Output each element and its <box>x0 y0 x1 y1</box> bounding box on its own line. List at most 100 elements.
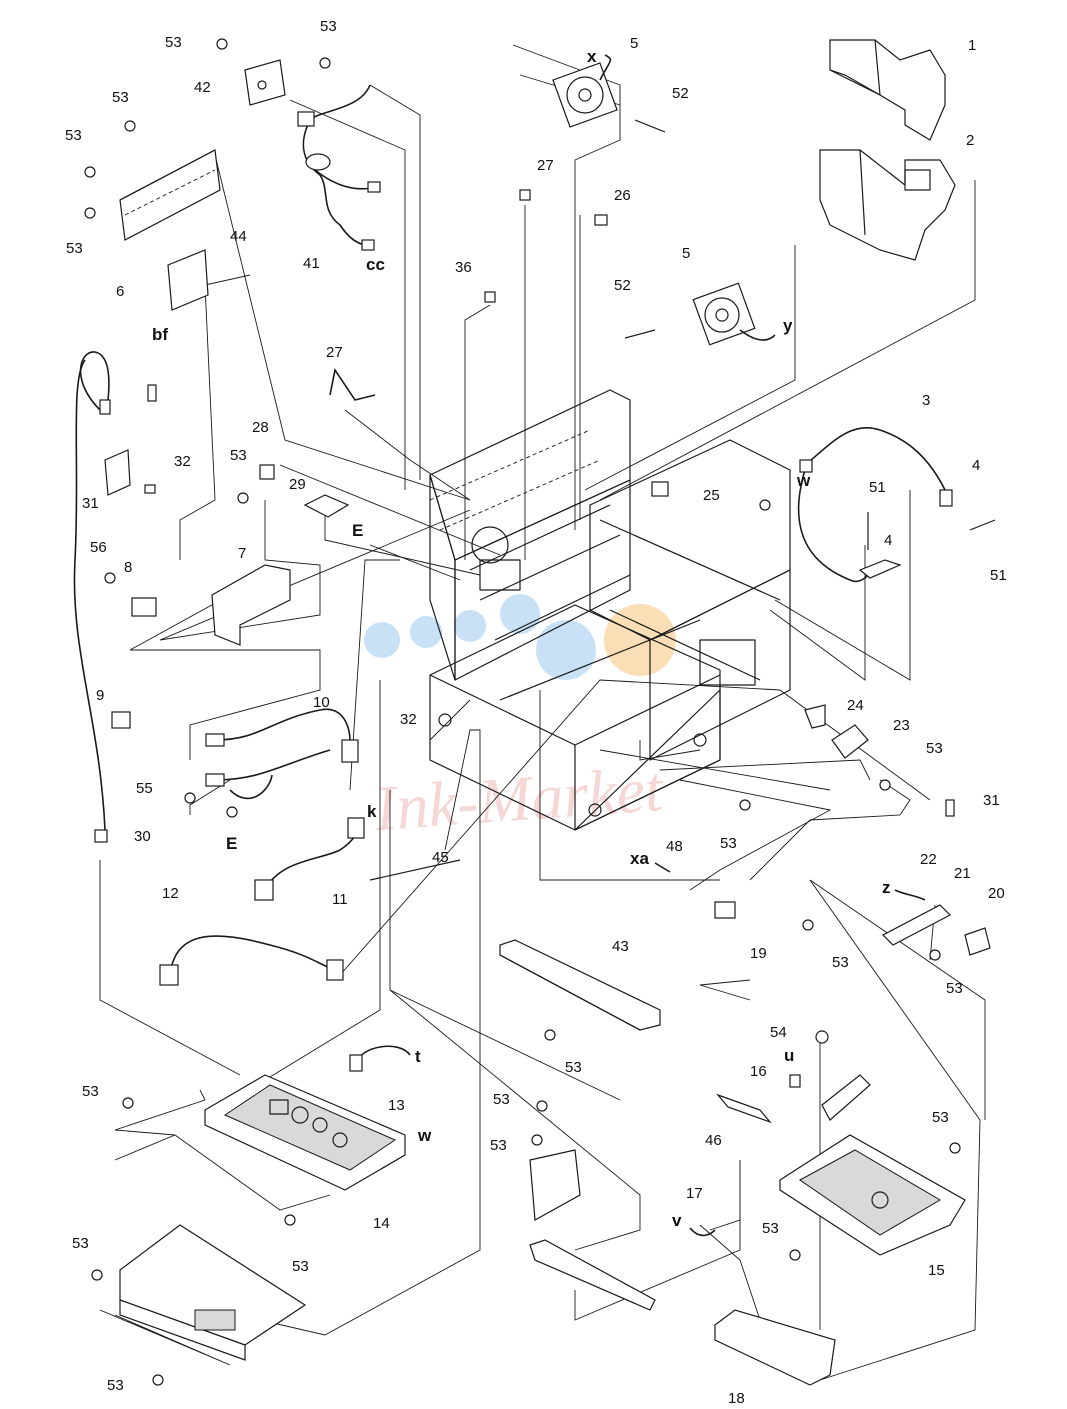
part-29-gasket <box>303 494 350 518</box>
part-28-clip <box>259 464 275 480</box>
connector-bf: bf <box>152 325 168 344</box>
callout-30: 30 <box>134 828 151 845</box>
callout-19: 19 <box>750 945 767 962</box>
part-14-power-board <box>204 1074 406 1191</box>
bottom-cover-left <box>119 1224 307 1361</box>
part-13-cable <box>349 1045 411 1072</box>
part-42-bracket <box>244 59 286 106</box>
callout-53: 53 <box>292 1258 309 1275</box>
callout-53: 53 <box>565 1059 582 1076</box>
callout-51: 51 <box>869 479 886 496</box>
connector-v: v <box>672 1211 682 1230</box>
part-52-screw-a <box>634 119 666 133</box>
bracket-upper-right <box>821 1074 871 1121</box>
callout-27: 27 <box>326 344 343 361</box>
part-9-plug <box>111 711 131 729</box>
callout-5: 5 <box>682 245 690 262</box>
callout-15: 15 <box>928 1262 945 1279</box>
part-4-switch-lower <box>858 559 902 579</box>
part-10-cable <box>205 708 359 818</box>
callout-18: 18 <box>728 1390 745 1407</box>
part-27-cable-guide <box>329 367 376 401</box>
part-54-screw <box>815 1030 829 1044</box>
callout-36: 36 <box>455 259 472 276</box>
part-8-switch <box>131 597 157 617</box>
part-18-tray <box>714 1309 836 1386</box>
callout-53: 53 <box>230 447 247 464</box>
part-46-strip <box>716 1093 772 1124</box>
connector-z: z <box>882 878 891 897</box>
connector-k: k <box>367 802 377 821</box>
callout-53: 53 <box>320 18 337 35</box>
watermark-dot <box>536 620 596 680</box>
callout-53: 53 <box>72 1235 89 1252</box>
watermark-dot <box>410 616 442 648</box>
callout-17: 17 <box>686 1185 703 1202</box>
screws-53 <box>84 38 961 1386</box>
connector-w: w <box>417 1126 432 1145</box>
part-5-fan-y <box>692 282 776 346</box>
callout-46: 46 <box>705 1132 722 1149</box>
watermark-dot <box>604 604 676 676</box>
callout-45: 45 <box>432 849 449 866</box>
callout-10: 10 <box>313 694 330 711</box>
callout-14: 14 <box>373 1215 390 1232</box>
callout-2: 2 <box>966 132 974 149</box>
callout-13: 13 <box>388 1097 405 1114</box>
callout-9: 9 <box>96 687 104 704</box>
callout-52: 52 <box>672 85 689 102</box>
callout-32: 32 <box>174 453 191 470</box>
part-7-bracket <box>211 564 291 646</box>
callout-27: 27 <box>537 157 554 174</box>
callout-labels: 1 2 3 4 4 5 5 6 7 8 9 10 11 12 13 14 15 … <box>65 18 1007 1407</box>
part-52-screw-b <box>624 329 656 339</box>
part-1-cover <box>829 39 946 141</box>
part-12-cable <box>159 935 344 986</box>
callout-54: 54 <box>770 1024 787 1041</box>
callout-25: 25 <box>703 487 720 504</box>
callout-53: 53 <box>926 740 943 757</box>
callout-44: 44 <box>230 228 247 245</box>
connector-cc: cc <box>366 255 385 274</box>
callout-20: 20 <box>988 885 1005 902</box>
callout-41: 41 <box>303 255 320 272</box>
part-48-pin <box>654 862 671 873</box>
callout-12: 12 <box>162 885 179 902</box>
connector-labels: x y cc bf w E E k xa z t w u v <box>152 47 891 1230</box>
part-31-clip-right <box>945 799 955 817</box>
callout-51: 51 <box>990 567 1007 584</box>
part-23-bracket <box>831 724 869 759</box>
watermark-text: Ink-Market <box>372 753 667 844</box>
part-32-clamp <box>144 484 156 494</box>
part-3-harness <box>797 427 946 583</box>
callout-53: 53 <box>66 240 83 257</box>
callout-16: 16 <box>750 1063 767 1080</box>
part-11-cable <box>254 817 365 901</box>
callout-31: 31 <box>82 495 99 512</box>
part-55-screw <box>184 792 196 804</box>
part-4-switch-top <box>939 489 953 507</box>
part-44-plate <box>119 149 221 241</box>
part-6-bracket <box>167 249 209 311</box>
connector-xa: xa <box>630 849 649 868</box>
callout-5: 5 <box>630 35 638 52</box>
callout-43: 43 <box>612 938 629 955</box>
main-frame <box>429 389 791 831</box>
watermark-dot <box>500 594 540 634</box>
callout-56: 56 <box>90 539 107 556</box>
part-24-sensor <box>804 704 826 729</box>
callout-53: 53 <box>65 127 82 144</box>
part-26-clamp <box>594 214 608 226</box>
part-17-cable <box>689 1227 716 1237</box>
callout-53: 53 <box>932 1109 949 1126</box>
callout-55: 55 <box>136 780 153 797</box>
callout-28: 28 <box>252 419 269 436</box>
part-27-clamp-top <box>519 189 531 201</box>
part-56-screw <box>104 572 116 584</box>
part-16-clip <box>789 1074 801 1088</box>
callout-53: 53 <box>107 1377 124 1394</box>
part-30-harness <box>73 359 108 843</box>
callout-31: 31 <box>983 792 1000 809</box>
callout-53: 53 <box>493 1091 510 1108</box>
